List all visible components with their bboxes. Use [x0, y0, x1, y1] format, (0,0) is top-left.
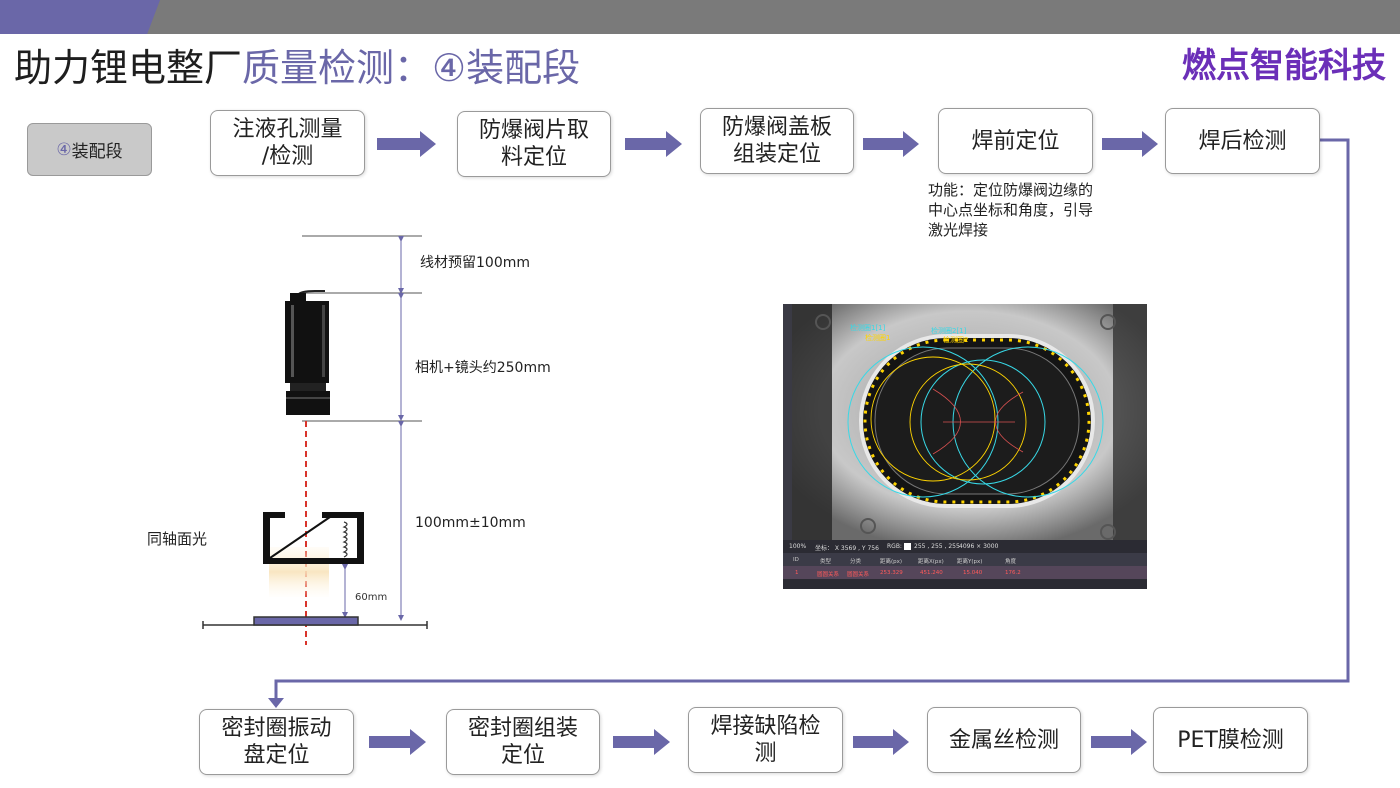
flow-arrow — [625, 131, 682, 157]
rgb-swatch — [904, 543, 911, 550]
label-wire-reserve: 线材预留100mm — [420, 255, 530, 271]
roi-label-2a: 检测圈2[1] — [931, 326, 967, 335]
status-coord: 坐标： X 3569 , Y 756 — [815, 545, 879, 552]
camera-icon — [285, 290, 330, 415]
table-header: 距离Y(px) — [957, 559, 983, 565]
return-connector — [274, 138, 1350, 702]
flow-step-post-weld: 焊后检测 — [1165, 108, 1320, 174]
label-light-gap: 60mm — [355, 592, 388, 603]
flow-arrow — [1091, 729, 1147, 755]
flow-step-pet-film: PET膜检测 — [1153, 707, 1308, 773]
table-header: 距离X(px) — [918, 559, 944, 565]
table-header: ID — [793, 557, 799, 563]
flow-arrow — [863, 131, 919, 157]
status-rgb-label: RGB: — [887, 543, 902, 550]
roi-label-1a: 检测圈1[1] — [850, 323, 886, 332]
flow-step-weld-defect: 焊接缺陷检测 — [688, 707, 843, 773]
function-note: 功能：定位防爆阀边缘的 中心点坐标和角度，引导 激光焊接 — [928, 181, 1094, 239]
brand-logo-text: 燃点智能科技 — [1182, 46, 1386, 86]
flow-arrow — [1102, 131, 1158, 157]
table-header: 类型 — [820, 559, 832, 565]
flow-step-fill-hole: 注液孔测量/检测 — [210, 110, 365, 176]
table-cell: 1 — [795, 570, 799, 576]
vision-software-screenshot: 检测圈1[1] 检测圈1 检测圈2[1] 检测圈2 100% 坐标： X 356… — [783, 304, 1147, 589]
table-cell: 176.2 — [1005, 570, 1021, 576]
flow-arrows-bottom — [369, 729, 1147, 755]
camera-setup-diagram — [202, 235, 428, 645]
roi-label-2b: 检测圈2 — [943, 335, 968, 344]
stage-tag-number: ④ — [56, 139, 72, 160]
label-working-distance: 100mm±10mm — [415, 515, 526, 531]
coaxial-light-icon — [263, 512, 364, 597]
table-cell: 253.329 — [880, 570, 903, 576]
table-cell: 圆圆关系 — [817, 572, 840, 578]
status-zoom: 100% — [789, 543, 807, 550]
status-resolution: 4096 × 3000 — [959, 543, 999, 550]
table-cell: 15.040 — [963, 570, 983, 576]
flow-step-seal-vibration: 密封圈振动盘定位 — [199, 709, 354, 775]
flow-arrow — [369, 729, 426, 755]
top-bar-accent — [0, 0, 160, 34]
title-main: 助力锂电整厂 — [14, 46, 243, 90]
table-header: 分类 — [850, 559, 862, 565]
table-header: 角度 — [1005, 559, 1017, 565]
flow-step-metal-wire: 金属丝检测 — [927, 707, 1081, 773]
label-camera-lens: 相机+镜头约250mm — [415, 360, 551, 376]
flow-step-valve-cover: 防爆阀盖板组装定位 — [700, 108, 854, 174]
table-header: 距离(px) — [880, 559, 903, 565]
flow-arrow — [853, 729, 909, 755]
top-bar — [0, 0, 1400, 34]
return-connector-head — [268, 698, 284, 708]
stage-tag-label: 装配段 — [71, 142, 123, 162]
flow-arrow — [377, 131, 436, 157]
table-cell: 圆圆关系 — [847, 572, 870, 578]
table-cell: 451.240 — [920, 570, 943, 576]
flow-step-seal-assembly: 密封圈组装定位 — [446, 709, 600, 775]
flow-step-valve-pick: 防爆阀片取料定位 — [457, 111, 611, 177]
camera-image-view[interactable]: 检测圈1[1] 检测圈1 检测圈2[1] 检测圈2 — [783, 304, 1147, 589]
roi-label-1b: 检测圈1 — [865, 333, 890, 342]
workpiece — [253, 616, 359, 626]
page-title: 助力锂电整厂质量检测：④装配段 — [14, 42, 580, 94]
label-coaxial-light: 同轴面光 — [147, 530, 208, 548]
flow-step-pre-weld: 焊前定位 — [938, 108, 1093, 174]
flow-arrow — [613, 729, 670, 755]
title-accent: 质量检测：④装配段 — [242, 46, 581, 90]
status-rgb-value: 255 , 255 , 255 — [914, 543, 960, 550]
flow-arrows-top — [377, 131, 1158, 157]
